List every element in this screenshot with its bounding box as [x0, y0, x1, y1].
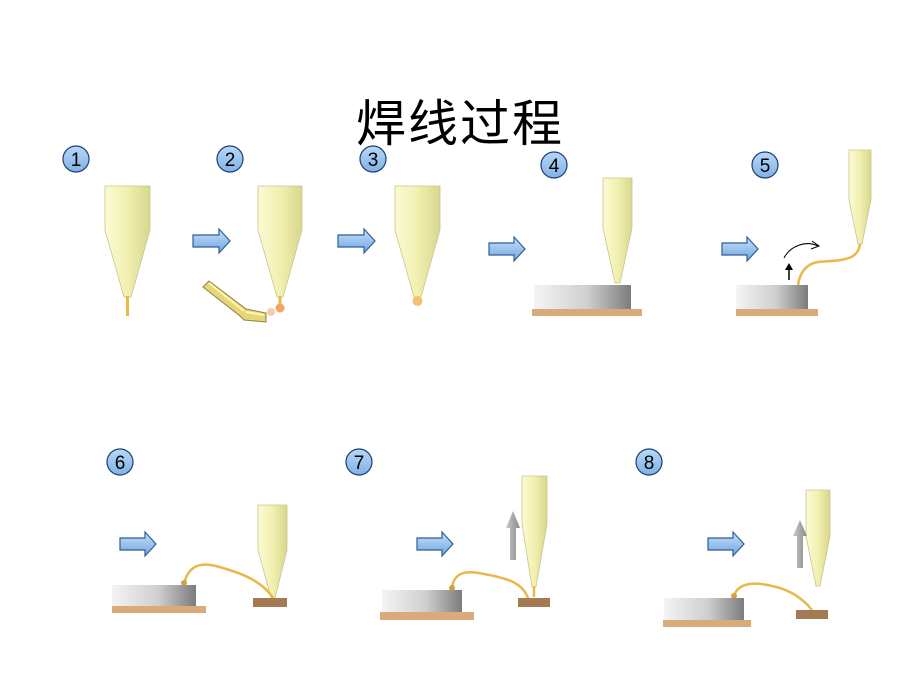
step-2: [202, 185, 303, 323]
capillary: [257, 504, 288, 599]
lead: [518, 598, 550, 607]
step-4: [532, 177, 642, 316]
step-number-1: 1: [71, 150, 82, 171]
wire: [796, 243, 862, 286]
step-5: [736, 149, 872, 316]
capillary: [394, 185, 441, 298]
motion-arrow: [783, 243, 819, 259]
substrate: [112, 606, 206, 613]
lead: [253, 598, 287, 607]
capillary: [257, 185, 303, 298]
step-number-7: 7: [354, 453, 365, 474]
wire: [732, 582, 813, 611]
capillary: [805, 489, 831, 587]
step-number-5: 5: [760, 156, 771, 177]
flow-arrow-4: [721, 235, 759, 263]
flow-arrow-7: [707, 530, 745, 558]
capillary: [848, 149, 872, 245]
flow-arrow-6: [416, 530, 454, 558]
flow-arrow-3: [488, 235, 526, 263]
step-number-6: 6: [115, 453, 126, 474]
step-badge-7: 7: [345, 448, 373, 476]
substrate: [532, 309, 642, 316]
die: [736, 285, 808, 309]
substrate: [736, 309, 818, 316]
page-title: 焊线过程: [356, 95, 564, 153]
step-number-2: 2: [225, 150, 236, 171]
up-arrow: [793, 520, 807, 568]
lead: [796, 610, 828, 619]
flow-arrow-2: [337, 227, 376, 255]
step-badge-5: 5: [751, 151, 779, 179]
die: [534, 285, 631, 309]
wire: [182, 563, 275, 599]
step-3: [394, 185, 441, 306]
free-air-ball: [275, 303, 285, 313]
efo-torch: [202, 280, 267, 323]
step-6: [112, 504, 288, 613]
spark: [267, 308, 275, 316]
step-1: [104, 185, 151, 316]
step-badge-1: 1: [62, 145, 90, 173]
step-7: [380, 475, 550, 620]
substrate: [663, 620, 751, 627]
flow-arrow-5: [119, 530, 157, 558]
capillary: [104, 185, 151, 298]
capillary: [602, 177, 633, 284]
capillary: [521, 475, 548, 588]
step-badge-8: 8: [635, 448, 663, 476]
free-air-ball: [412, 296, 423, 306]
step-badge-6: 6: [106, 448, 134, 476]
step-8: [663, 489, 831, 627]
die: [382, 590, 462, 612]
flow-arrow-1: [192, 227, 231, 255]
wire: [450, 571, 530, 599]
step-number-8: 8: [644, 453, 655, 474]
die: [112, 585, 196, 606]
step-badge-3: 3: [359, 145, 387, 173]
up-arrow: [506, 511, 520, 560]
step-badge-4: 4: [540, 151, 568, 179]
die: [664, 598, 744, 620]
step-number-4: 4: [549, 156, 560, 177]
step-badge-2: 2: [216, 145, 244, 173]
substrate: [380, 612, 474, 620]
step-number-3: 3: [368, 150, 379, 171]
